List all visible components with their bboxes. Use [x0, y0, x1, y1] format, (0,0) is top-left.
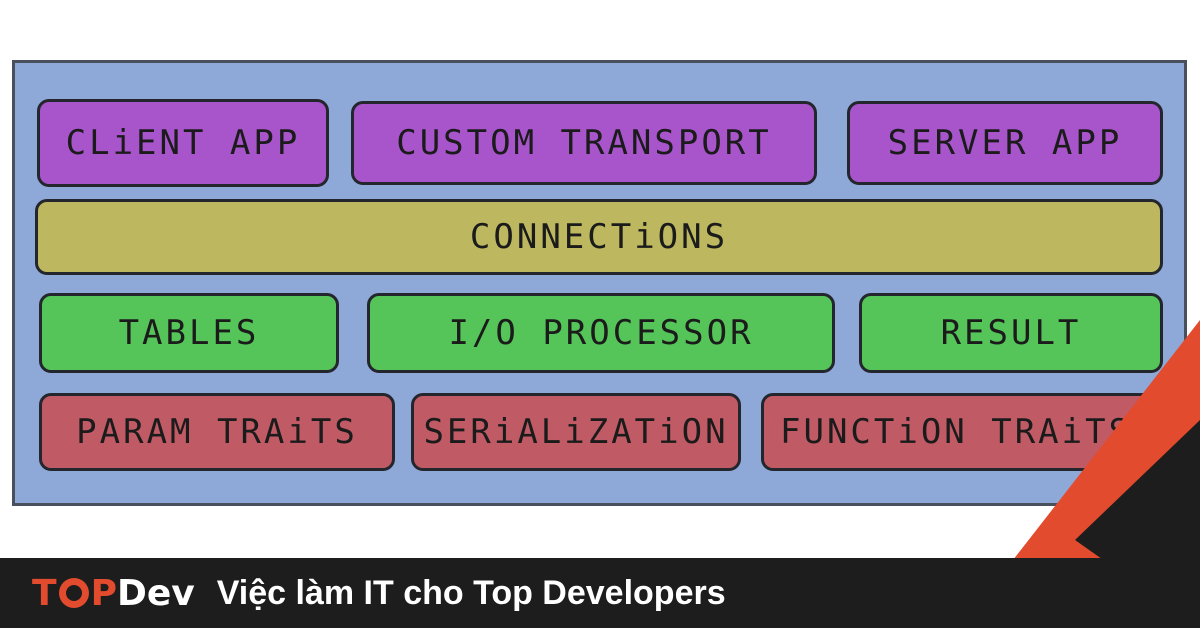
block-label: SERVER APP [887, 123, 1123, 163]
block-io-processor: I/O PROCESSOR [367, 293, 835, 373]
block-label: CONNECTiONS [469, 217, 729, 257]
block-server-app: SERVER APP [847, 101, 1163, 185]
block-serialization: SERiALiZATiON [411, 393, 741, 471]
block-function-traits: FUNCTiON TRAiTS [761, 393, 1165, 471]
block-label: PARAM TRAiTS [76, 412, 358, 452]
block-result: RESULT [859, 293, 1163, 373]
logo-ring-icon [58, 578, 89, 608]
logo-dev: Dev [116, 572, 195, 614]
block-label: TABLES [118, 313, 260, 353]
block-label: I/O PROCESSOR [448, 313, 754, 353]
logo-letter-t: T [32, 572, 57, 614]
logo-letter-p: P [90, 572, 117, 614]
block-label: FUNCTiON TRAiTS [780, 412, 1133, 452]
block-tables: TABLES [39, 293, 339, 373]
topdev-logo: T P Dev [32, 573, 195, 614]
block-connections: CONNECTiONS [35, 199, 1163, 275]
block-label: RESULT [940, 313, 1082, 353]
block-custom-transport: CUSTOM TRANSPORT [351, 101, 817, 185]
footer-tagline: Việc làm IT cho Top Developers [216, 573, 726, 612]
block-param-traits: PARAM TRAiTS [39, 393, 395, 471]
footer-banner: T P Dev Việc làm IT cho Top Developers [0, 558, 1200, 628]
block-label: CLiENT APP [65, 123, 301, 163]
block-client-app: CLiENT APP [37, 99, 329, 187]
architecture-diagram: CLiENT APP CUSTOM TRANSPORT SERVER APP C… [12, 60, 1187, 506]
block-label: CUSTOM TRANSPORT [396, 123, 772, 163]
block-label: SERiALiZATiON [423, 412, 729, 452]
